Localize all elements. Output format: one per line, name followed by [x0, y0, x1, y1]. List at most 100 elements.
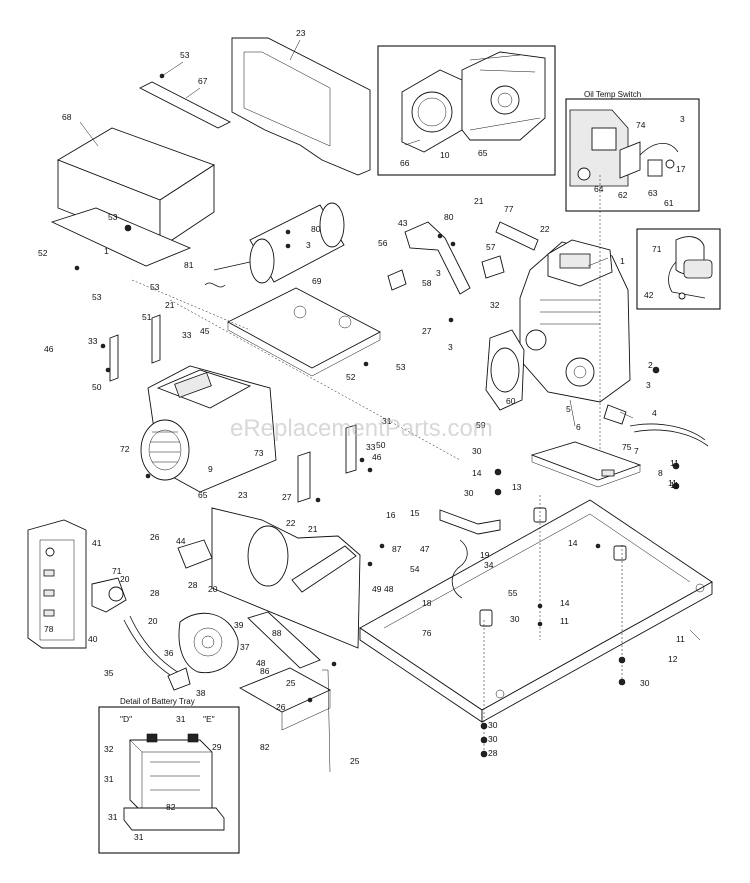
part-label: 29: [212, 742, 222, 752]
part-label: 72: [120, 444, 130, 454]
part-label: 48: [384, 584, 394, 594]
part-label: 69: [312, 276, 322, 286]
part-label: 32: [104, 744, 114, 754]
part-label: 39: [234, 620, 244, 630]
part-label: 9: [208, 464, 213, 474]
part-label: 7: [634, 446, 639, 456]
part-label: 28: [488, 748, 498, 758]
part-label: 17: [676, 164, 686, 174]
part-label: 26: [276, 702, 286, 712]
part-label: 14: [560, 598, 570, 608]
part-control-box: [50, 127, 216, 267]
assembly-guide-lines: [131, 175, 623, 750]
part-label: 33: [366, 442, 376, 452]
part-label: 34: [484, 560, 494, 570]
part-label: 54: [410, 564, 420, 574]
part-label: 14: [568, 538, 578, 548]
part-label: 11: [670, 480, 679, 490]
part-label: 80: [444, 212, 454, 222]
part-label: 31: [176, 714, 186, 724]
inset-oil-temp-switch: [565, 98, 700, 212]
part-label: 12: [668, 654, 678, 664]
part-label: 26: [150, 532, 160, 542]
part-alternator: [140, 365, 277, 493]
part-label: 35: [104, 668, 114, 678]
callout-d: "D": [120, 714, 132, 724]
part-label: 3: [448, 342, 453, 352]
part-label: 16: [386, 510, 396, 520]
part-label: 36: [164, 648, 174, 658]
part-label: 20: [120, 574, 130, 584]
part-label: 76: [422, 628, 432, 638]
part-label: 23: [238, 490, 248, 500]
part-label: 13: [512, 482, 522, 492]
part-label: 53: [92, 292, 102, 302]
part-label: 62: [618, 190, 628, 200]
part-label: 56: [378, 238, 388, 248]
part-fuel-regulator: [91, 539, 239, 674]
part-label: 31: [382, 416, 392, 426]
part-label: 52: [346, 372, 356, 382]
part-label: 88: [272, 628, 282, 638]
part-label: 21: [474, 196, 484, 206]
part-label: 55: [508, 588, 518, 598]
part-label: 45: [200, 326, 210, 336]
part-label: 60: [506, 396, 516, 406]
part-label: 3: [680, 114, 685, 124]
part-label: 11: [668, 478, 677, 488]
part-label: 73: [254, 448, 264, 458]
part-rear-panel: [231, 37, 371, 176]
part-label: 78: [44, 624, 54, 634]
part-label: 57: [486, 242, 496, 252]
part-label: 6: [576, 422, 581, 432]
part-label: 22: [286, 518, 296, 528]
part-label: 11: [560, 616, 569, 626]
part-label: 58: [422, 278, 432, 288]
part-engine: [519, 239, 631, 403]
part-label: 51: [142, 312, 152, 322]
part-label: 46: [44, 344, 54, 354]
leader-lines: [79, 39, 701, 641]
part-label: 33: [182, 330, 192, 340]
part-label: 53: [396, 362, 406, 372]
part-label: 19: [480, 550, 490, 560]
part-label: 30: [640, 678, 650, 688]
part-label: 37: [240, 642, 250, 652]
part-label: 86: [260, 666, 270, 676]
part-label: 11: [676, 634, 685, 644]
inset-wire-detail: [636, 228, 721, 310]
part-label: 15: [410, 508, 420, 518]
part-label: 71: [652, 244, 662, 254]
part-isolator-mounts: [439, 507, 627, 627]
part-label: 4: [652, 408, 657, 418]
part-label: 31: [134, 832, 144, 842]
part-label: 48: [256, 658, 266, 668]
callout-e: "E": [203, 714, 215, 724]
part-label: 87: [392, 544, 402, 554]
part-label: 30: [464, 488, 474, 498]
part-label: 3: [646, 380, 651, 390]
part-label: 20: [208, 584, 218, 594]
part-side-panel: [211, 507, 361, 669]
part-label: 30: [472, 446, 482, 456]
part-label: 1: [104, 246, 109, 256]
part-label: 74: [636, 120, 646, 130]
part-label: 28: [150, 588, 160, 598]
part-label: 81: [184, 260, 194, 270]
part-label: 25: [286, 678, 296, 688]
part-label: 8: [658, 468, 663, 478]
part-label: 65: [198, 490, 208, 500]
part-label: 33: [88, 336, 98, 346]
part-label: 14: [472, 468, 482, 478]
inset-alternator-adapter: [377, 45, 556, 176]
part-label: 2: [648, 360, 653, 370]
part-label: 49: [372, 584, 382, 594]
part-label: 68: [62, 112, 72, 122]
hardware-dots: [74, 73, 680, 758]
part-label: 31: [108, 812, 118, 822]
part-label: 82: [166, 802, 176, 812]
part-label: 21: [165, 300, 175, 310]
part-label: 59: [476, 420, 486, 430]
part-label: 53: [180, 50, 190, 60]
part-label: 30: [510, 614, 520, 624]
